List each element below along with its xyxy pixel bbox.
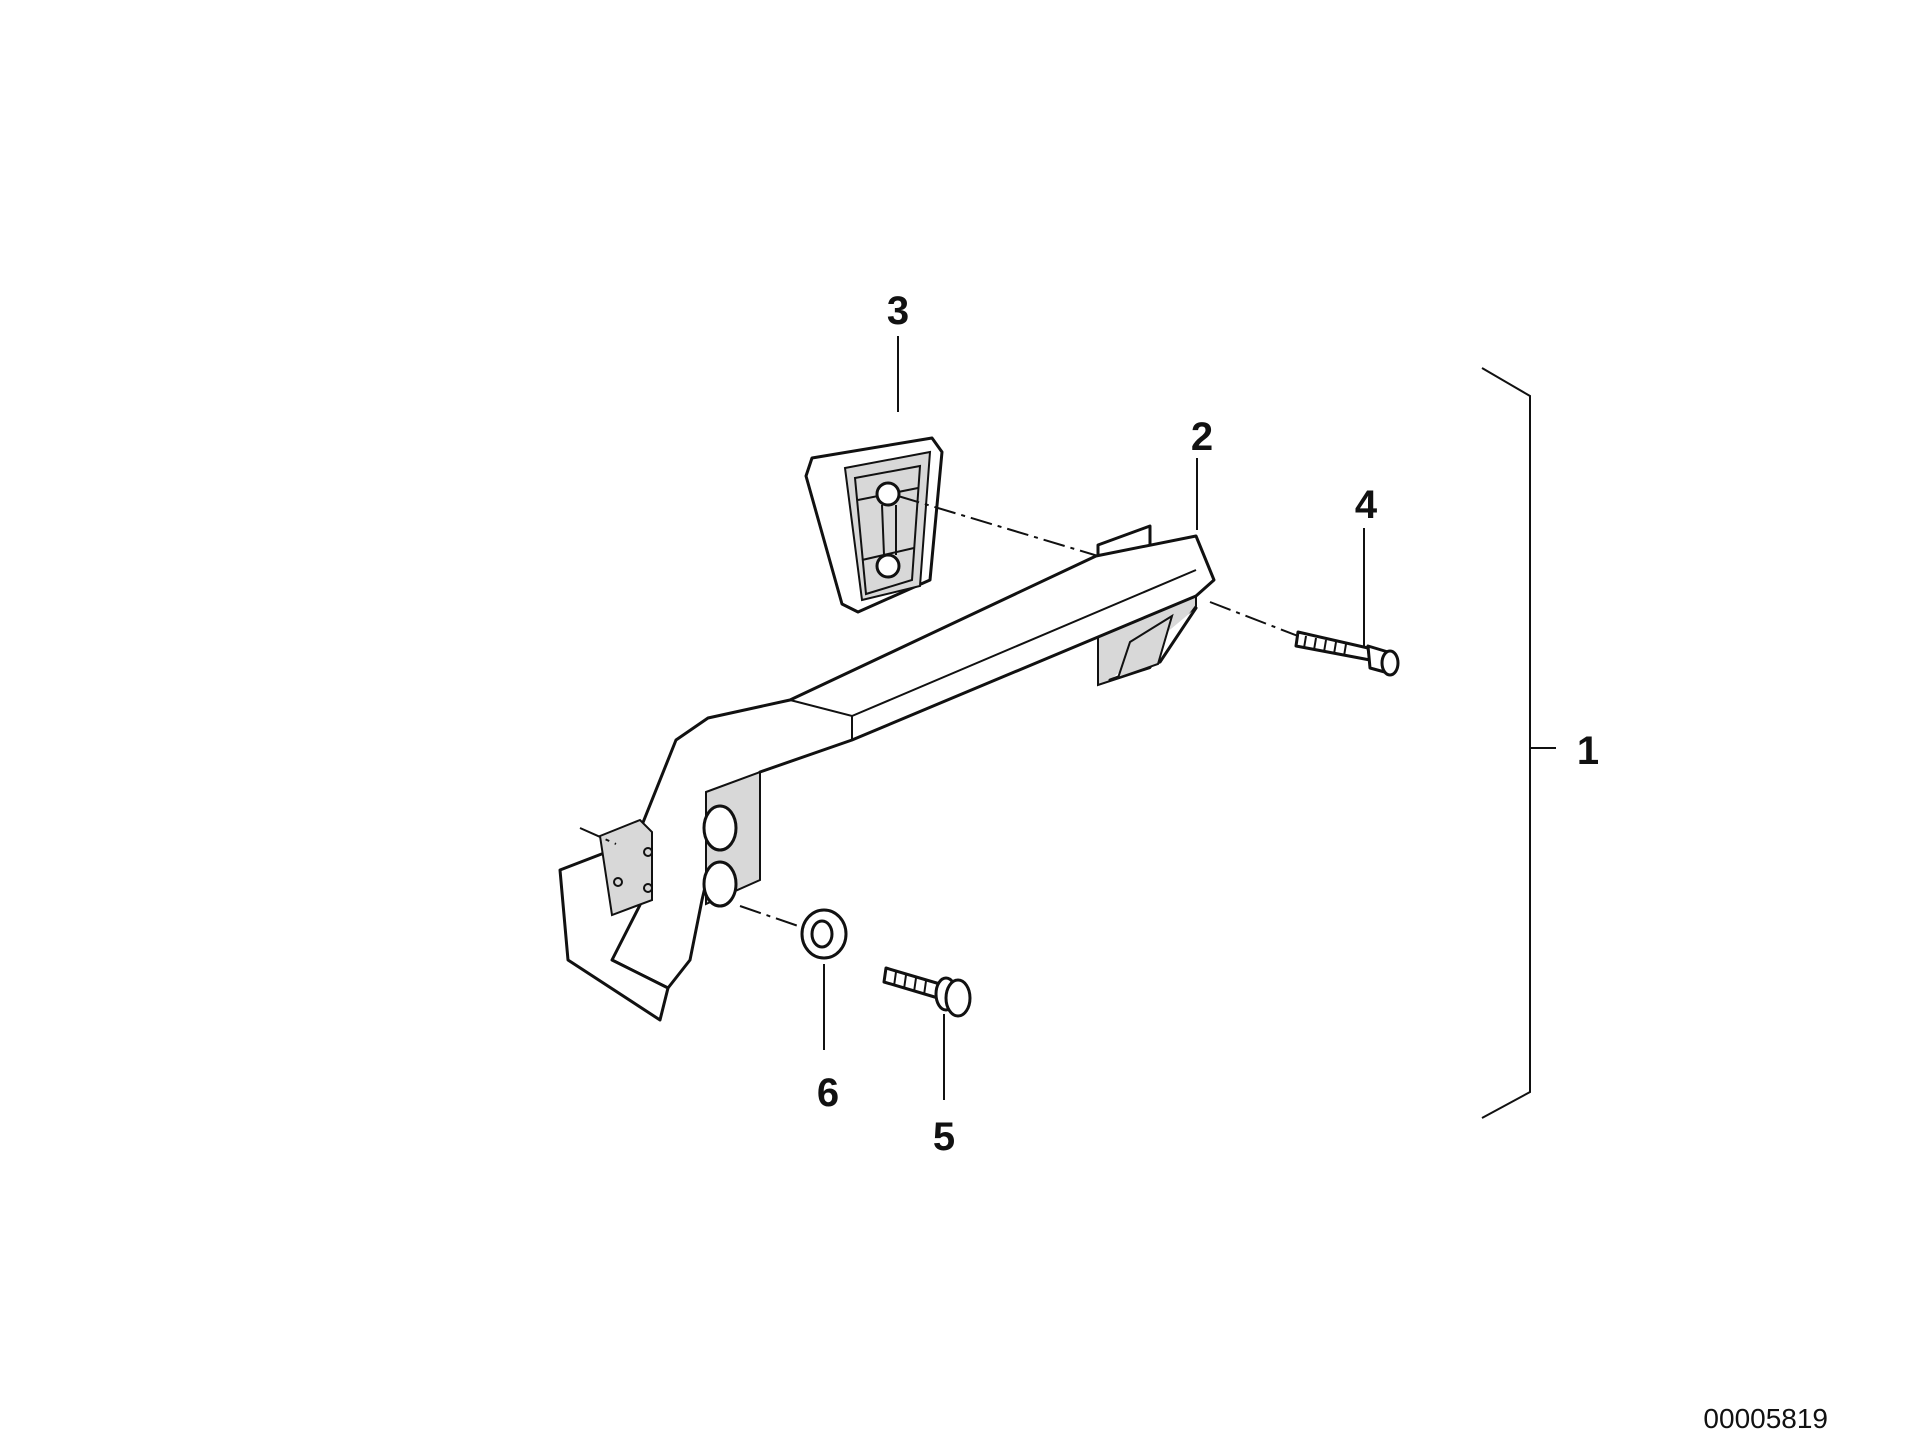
callout-5: 5 [933, 1115, 955, 1159]
drawing-reference-number: 00005819 [1703, 1403, 1828, 1434]
callout-6: 6 [817, 1071, 839, 1115]
callout-4: 4 [1355, 483, 1378, 527]
screw-item-4 [1294, 630, 1400, 677]
callout-3: 3 [887, 289, 909, 333]
flange-screw-item-5 [882, 966, 972, 1018]
leader-lines [823, 336, 1365, 1100]
footrest-pad [804, 436, 944, 614]
washer-item-6 [800, 908, 848, 960]
assembly-bracket [1481, 367, 1556, 1119]
callout-1: 1 [1577, 729, 1599, 773]
assembly-lines [579, 495, 1299, 929]
callout-2: 2 [1191, 415, 1213, 459]
carrier-bar [558, 524, 1216, 1022]
